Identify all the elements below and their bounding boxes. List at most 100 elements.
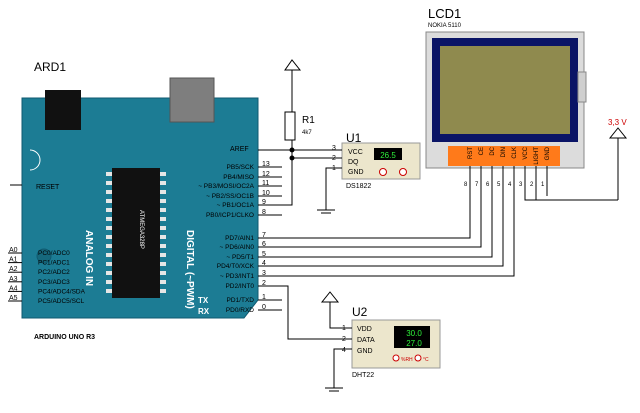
digital-pin-name: PD0/RXD [226,307,254,314]
lcd-side-tab [577,71,587,103]
analog-pin-number: A1 [9,257,18,264]
digital-pin-name: PD2/INT0 [225,283,254,290]
resistor-value: 4k7 [302,130,312,136]
arduino-model: ARDUINO UNO R3 [34,334,95,341]
u2-ref: U2 [352,305,368,319]
junction-dot [289,147,295,153]
chip-pin [160,235,166,239]
u1-up-button[interactable] [399,168,407,176]
analog-in-label: ANALOG IN [83,230,94,286]
resistor-r1[interactable]: R1 4k7 [284,111,315,141]
aref-label: AREF [230,146,249,153]
chip-pin [106,271,112,275]
wire [282,186,482,248]
lcd-pin-number: 5 [497,182,501,188]
lcd-pin-name: VCC [523,146,529,159]
digital-pin-name: ~ PD5/T1 [226,254,254,261]
u1-part: DS1822 [346,183,371,190]
reset-label: RESET [36,184,60,191]
chip-pin [106,190,112,194]
u2-temp-button[interactable] [414,354,422,362]
wire [329,302,352,329]
chip-pin [106,235,112,239]
wire [282,285,352,340]
u1-pin-dq: DQ [348,159,359,166]
digital-pin-number: 13 [262,161,270,168]
rx-label: RX [198,307,210,316]
chip-pin [160,262,166,266]
tx-label: TX [198,296,209,305]
digital-pin-number: 5 [262,251,266,258]
lcd-part: NOKIA 5110 [428,23,462,29]
u2-pin-vdd: VDD [357,326,372,333]
lcd-pin-number: 3 [519,182,523,188]
lcd-pin-name: RST [468,147,474,159]
lcd-pin-number: 1 [541,182,545,188]
digital-pin-number: 4 [262,260,266,267]
chip-pin [106,253,112,257]
usb-connector [169,77,215,123]
analog-pin-name: PC1/ADC1 [38,260,70,267]
u2-humidity: 30.0 [406,329,422,338]
wire [333,348,352,388]
arduino-ref: ARD1 [34,60,66,74]
wire [524,186,618,201]
chip-pin [160,208,166,212]
digital-pin-number: 2 [262,280,266,287]
digital-pin-name: ~ PD6/AIN0 [219,244,254,251]
analog-pin-name: PC0/ADC0 [38,250,70,257]
chip-label: ATMEGA328P [138,210,144,249]
u2-pin-data: DATA [357,337,375,344]
digital-pin-name: PD7/AIN1 [225,235,254,242]
resistor-body [284,111,296,141]
chip-pin [160,244,166,248]
power-jack [45,90,81,130]
chip-pin [160,253,166,257]
lcd-pin-number: 8 [464,182,468,188]
lcd-pin-name: DIN [501,147,507,157]
chip-pin [160,199,166,203]
lcd-screen [440,46,570,134]
u2-rh-button[interactable] [392,354,400,362]
wire [282,186,493,258]
digital-pin-number: 6 [262,241,266,248]
u2-display [394,326,430,348]
chip-pin [106,289,112,293]
junction-dot [289,155,295,161]
analog-pin-number: A4 [9,285,18,292]
digital-pin-number: 10 [262,190,270,197]
u1-ref: U1 [346,131,362,145]
u1-temperature: 26.5 [380,151,396,160]
digital-pin-number: 12 [262,171,270,178]
arduino-board[interactable]: ATMEGA328P ANALOG IN DIGITAL (~PWM) TX R… [8,77,290,319]
power-arrow-r1 [284,59,302,112]
chip-pin [106,226,112,230]
digital-pin-name: ~ PB2/SS/OC1B [206,193,254,200]
digital-pin-name: PB0/ICP1/CLKO [206,212,254,219]
analog-pin-number: A3 [9,276,18,283]
u2-pin-gnd: GND [357,348,373,355]
chip-pin [160,190,166,194]
chip-pin [160,217,166,221]
analog-pin-name: PC2/ADC2 [38,269,70,276]
digital-pwm-label: DIGITAL (~PWM) [184,230,195,309]
lcd-pin-name: CE [479,147,485,155]
dht22-sensor[interactable]: VDD DATA GND 30.0 27.0 %RH °C [351,319,441,369]
u2-temp-label: °C [423,357,429,363]
chip-pins [106,172,166,293]
ds1822-sensor[interactable]: VCC DQ GND 26.5 [341,142,421,180]
lcd-pin-number: 2 [530,182,534,188]
analog-pin-name: PC4/ADC4/SDA [38,288,86,295]
microcontroller-chip [112,168,160,298]
lcd-pin-name: CLK [512,147,518,159]
chip-pin [106,262,112,266]
ground-group [317,209,343,392]
analog-pin-number: A5 [9,295,18,302]
wire [282,186,515,277]
wire [282,186,504,267]
chip-pin [106,217,112,221]
digital-pin-number: 1 [262,294,266,301]
u2-pin4-num: 4 [342,347,346,354]
u1-down-button[interactable] [379,168,387,176]
